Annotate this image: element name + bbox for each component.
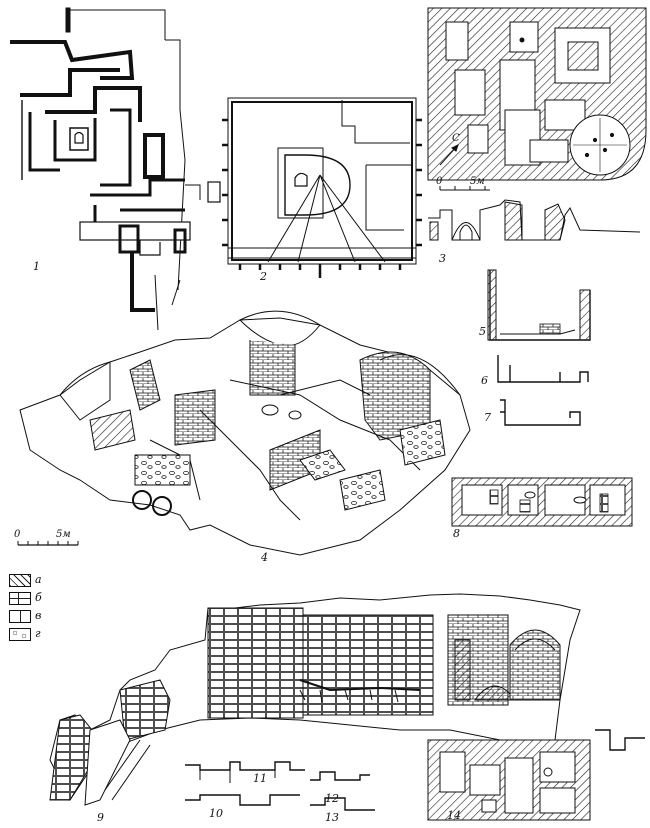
figure-label-1: 1 — [33, 260, 40, 273]
fig3-scale-end: 5м — [470, 176, 485, 187]
figure-label-14: 14 — [447, 809, 461, 822]
figure-label-3: 3 — [439, 252, 446, 265]
legend-swatch-block — [9, 610, 31, 623]
fig7-section — [500, 399, 581, 426]
fig1-plan — [10, 7, 201, 331]
north-arrow-label: C — [452, 133, 460, 144]
fig12-13-sections — [310, 771, 375, 811]
figure-label-4: 4 — [261, 551, 268, 564]
figure-label-9: 9 — [97, 811, 104, 824]
legend-swatch-hatch — [9, 574, 31, 587]
figure-label-11: 11 — [253, 772, 267, 785]
figure-label-12: 12 — [325, 792, 339, 805]
fig3-plan — [427, 7, 647, 241]
fig8-plan — [451, 477, 633, 527]
legend-swatch-rubble — [9, 628, 31, 641]
fig4-scale-end: 5м — [56, 529, 71, 540]
legend-swatch-brick — [9, 592, 31, 605]
fig2-plan — [207, 97, 422, 278]
figure-label-7: 7 — [484, 411, 491, 424]
figure-label-10: 10 — [209, 807, 223, 820]
fig14-plan — [427, 729, 645, 821]
legend-key: в — [35, 609, 42, 622]
legend-key: б — [35, 591, 42, 604]
figure-label-5: 5 — [479, 325, 486, 338]
fig3-scale-start: 0 — [436, 176, 443, 187]
fig4-scale-start: 0 — [14, 529, 21, 540]
figure-label-2: 2 — [260, 270, 267, 283]
fig6-section — [497, 355, 589, 383]
legend-key: г — [35, 627, 41, 640]
fig4-axonometry — [17, 310, 471, 556]
figure-label-13: 13 — [325, 811, 339, 824]
figure-label-8: 8 — [453, 527, 460, 540]
fig10-11-sections — [185, 761, 305, 806]
fig5-section — [487, 269, 591, 341]
panorama-elevation — [49, 593, 581, 806]
legend-key: а — [35, 573, 42, 586]
figure-label-6: 6 — [481, 374, 488, 387]
